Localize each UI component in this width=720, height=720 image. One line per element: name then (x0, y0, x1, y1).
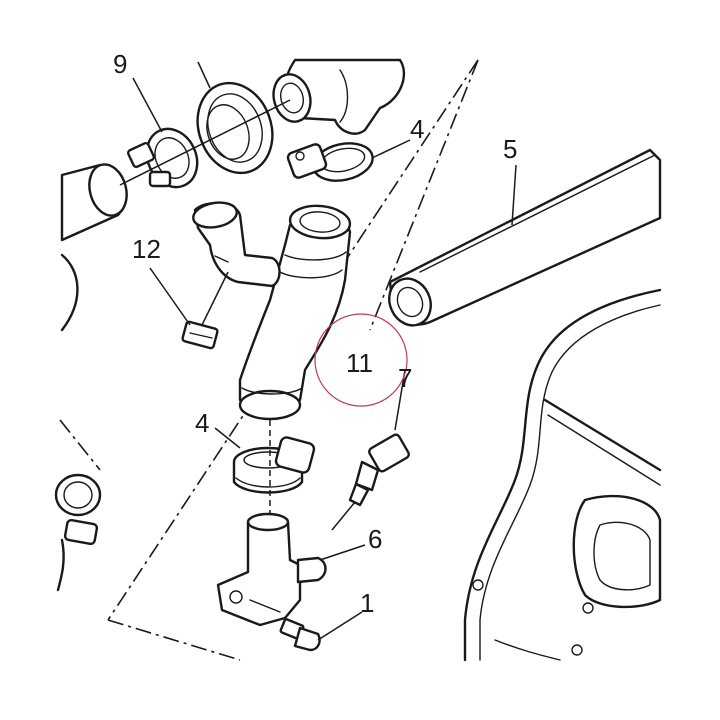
part-4-lower-clamp (214, 427, 316, 494)
upper-fitting (272, 58, 406, 135)
callout-12: 12 (132, 234, 161, 264)
part-12-clip (149, 267, 229, 350)
part-6-lower-fitting (216, 420, 366, 627)
callout-9: 9 (113, 49, 127, 79)
part-11-bent-hose (192, 201, 352, 421)
part-4-upper-clamp (286, 139, 411, 182)
part-11-highlight-circle (314, 313, 408, 407)
seal-ring (196, 61, 274, 175)
left-hose (60, 163, 128, 332)
part-5-hose (388, 148, 662, 327)
part-9-clamp (127, 77, 199, 189)
callout-5: 5 (503, 134, 517, 164)
callout-4-lower: 4 (195, 408, 209, 438)
left-lower-fitting (54, 473, 102, 592)
leader-5 (511, 164, 517, 226)
part-7-sensor (331, 369, 410, 531)
callout-7: 7 (398, 363, 412, 393)
assembly-axis-upper (119, 99, 291, 186)
engine-case (463, 288, 662, 662)
assembly-outline (59, 59, 479, 661)
part-1-bolt (279, 611, 363, 652)
callout-6: 6 (368, 524, 382, 554)
callout-1: 1 (360, 588, 374, 618)
callout-4-upper: 4 (410, 114, 424, 144)
callout-11: 11 (346, 348, 373, 378)
